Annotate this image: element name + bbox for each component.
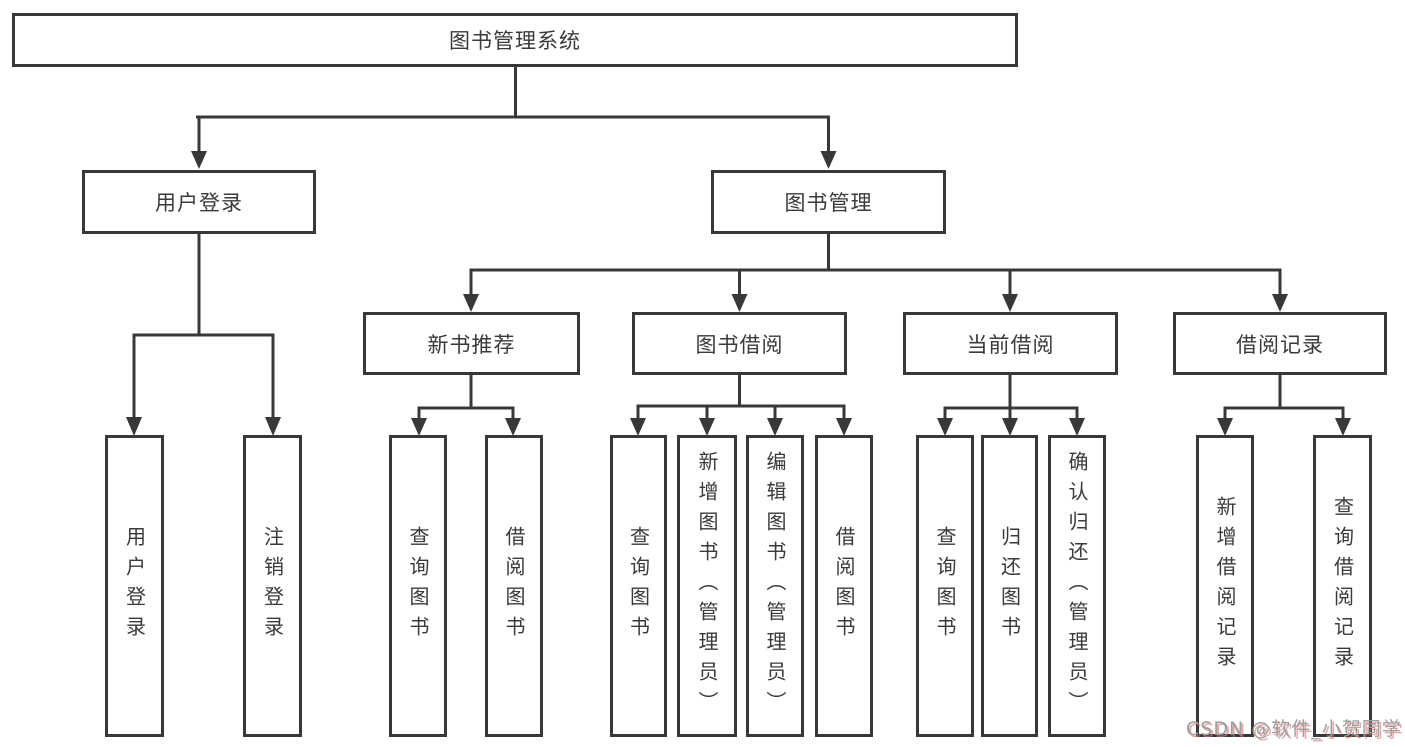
arrowhead	[820, 151, 837, 169]
arrowhead	[937, 418, 953, 436]
arrowhead	[126, 417, 142, 436]
arrowhead	[1335, 418, 1351, 436]
connector-user-login-to-leaves	[126, 232, 281, 436]
leaf-label: 借阅图书	[502, 526, 526, 646]
arrowhead	[191, 151, 207, 169]
arrowhead	[1217, 418, 1233, 436]
arrowhead	[630, 418, 646, 436]
arrowhead	[505, 418, 521, 436]
connector-borrowing-records-to-leaves	[1217, 373, 1351, 436]
arrowhead	[411, 418, 427, 436]
node-book-borrowing: 图书借阅	[632, 312, 847, 375]
leaf-label: 查询借阅记录	[1330, 496, 1355, 676]
arrowhead	[265, 417, 281, 436]
leaf-add-borrow-record: 新增借阅记录	[1196, 435, 1254, 737]
node-new-book-recommendation: 新书推荐	[363, 312, 580, 375]
leaf-edit-book-admin: 编辑图书（管理员）	[746, 435, 804, 737]
leaf-confirm-return-admin: 确认归还（管理员）	[1048, 435, 1106, 737]
leaf-query-books: 查询图书	[389, 435, 447, 737]
leaf-label: 注销登录	[260, 526, 285, 646]
arrowhead	[1272, 294, 1288, 312]
connector-current-borrowing-to-leaves	[937, 373, 1085, 436]
arrowhead	[731, 294, 748, 312]
leaf-query-books: 查询图书	[916, 435, 974, 737]
leaf-label: 查询图书	[626, 526, 651, 646]
node-current-borrowing: 当前借阅	[903, 312, 1118, 375]
arrowhead	[1002, 418, 1018, 436]
leaf-borrow-books: 借阅图书	[815, 435, 873, 737]
node-library-management-system: 图书管理系统	[12, 13, 1018, 67]
connector-book-management-to-level3	[463, 232, 1288, 312]
node-borrowing-records: 借阅记录	[1173, 312, 1387, 375]
leaf-return-book: 归还图书	[981, 435, 1038, 737]
node-user-login: 用户登录	[82, 170, 316, 234]
leaf-label: 查询图书	[933, 526, 957, 646]
connector-new-book-recommendation-to-leaves	[411, 373, 521, 436]
arrowhead	[1069, 418, 1085, 436]
leaf-label: 查询图书	[406, 526, 430, 646]
arrowhead	[463, 294, 479, 312]
arrowhead	[699, 418, 715, 436]
leaf-label: 编辑图书（管理员）	[763, 451, 787, 721]
leaf-borrow-books: 借阅图书	[485, 435, 543, 737]
connector-root-to-level2	[191, 65, 837, 169]
arrowhead	[1002, 294, 1018, 312]
csdn-watermark: CSDN @软件_小贺同学	[1186, 718, 1402, 740]
leaf-label: 归还图书	[997, 526, 1022, 646]
leaf-query-borrow-record: 查询借阅记录	[1313, 435, 1372, 737]
leaf-user-login: 用户登录	[105, 435, 164, 737]
leaf-label: 用户登录	[122, 526, 147, 646]
leaf-query-books: 查询图书	[610, 435, 667, 737]
leaf-label: 借阅图书	[832, 526, 856, 646]
leaf-logout: 注销登录	[243, 435, 302, 737]
leaf-label: 新增借阅记录	[1213, 496, 1237, 676]
leaf-label: 确认归还（管理员）	[1065, 451, 1089, 721]
leaf-add-book-admin: 新增图书（管理员）	[677, 435, 737, 737]
leaf-label: 新增图书（管理员）	[695, 451, 719, 721]
arrowhead	[836, 418, 852, 436]
connector-book-borrowing-to-leaves	[630, 373, 852, 436]
arrowhead	[767, 418, 783, 436]
node-book-management: 图书管理	[711, 170, 946, 234]
